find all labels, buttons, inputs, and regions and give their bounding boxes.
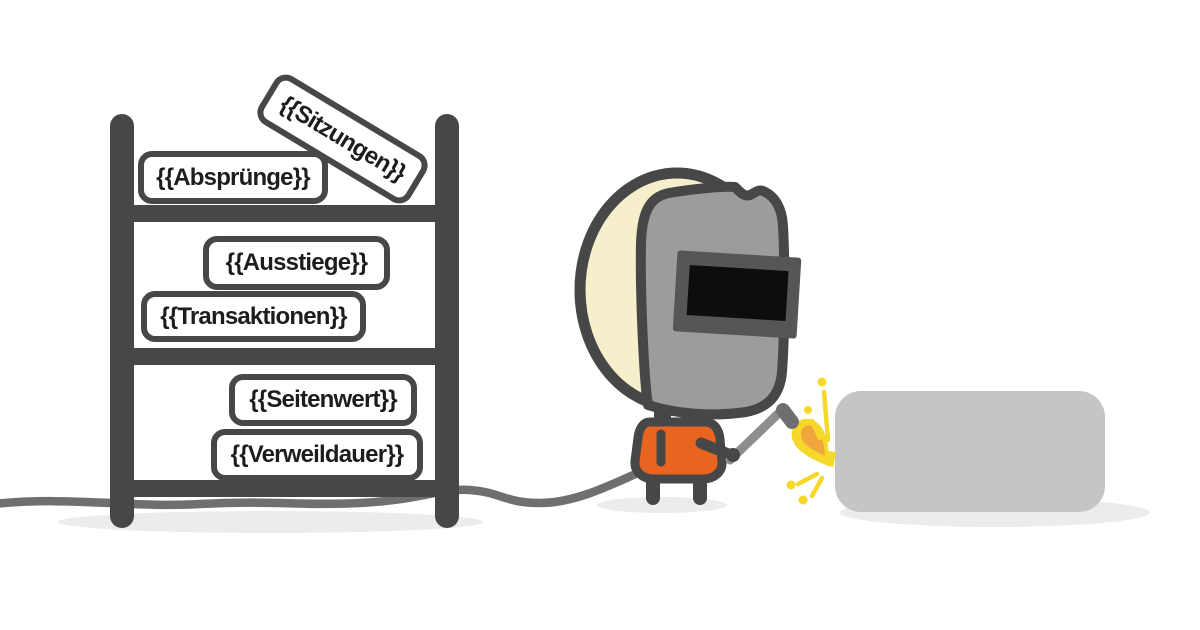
shelf-board-bottom [122, 480, 458, 497]
tag-verweildauer: {{Verweildauer}} [211, 429, 423, 481]
tag-seitenwert: {{Seitenwert}} [229, 374, 417, 426]
tag-verweildauer-label: {{Verweildauer}} [230, 441, 404, 468]
tag-transaktionen: {{Transaktionen}} [141, 291, 366, 342]
welded-block [835, 391, 1105, 512]
spark-dot [817, 377, 827, 387]
welder-hand [726, 448, 740, 462]
tag-ausstiege-label: {{Ausstiege}} [225, 249, 368, 276]
shelf-board-middle [122, 348, 458, 365]
shelf-post-left [110, 114, 134, 528]
tag-abspruenge-label: {{Absprünge}} [156, 163, 310, 191]
tag-transaktionen-label: {{Transaktionen}} [160, 302, 347, 330]
shelf-post-right [435, 114, 459, 528]
shelf-board-top [122, 205, 458, 222]
spark-dot [786, 480, 796, 490]
torch-nozzle [776, 403, 799, 429]
spark-dot [798, 495, 808, 505]
spark-ray [809, 418, 823, 441]
tag-ausstiege: {{Ausstiege}} [203, 236, 390, 290]
spark-ray [809, 475, 825, 499]
spark-dot [804, 406, 812, 414]
visor-window [686, 265, 789, 322]
shelf-shadow [58, 511, 483, 533]
tag-seitenwert-label: {{Seitenwert}} [249, 386, 397, 413]
spark-ray [821, 389, 831, 443]
tag-abspruenge: {{Absprünge}} [138, 151, 328, 204]
welder-arm [695, 437, 737, 461]
spark-ray [795, 471, 820, 487]
